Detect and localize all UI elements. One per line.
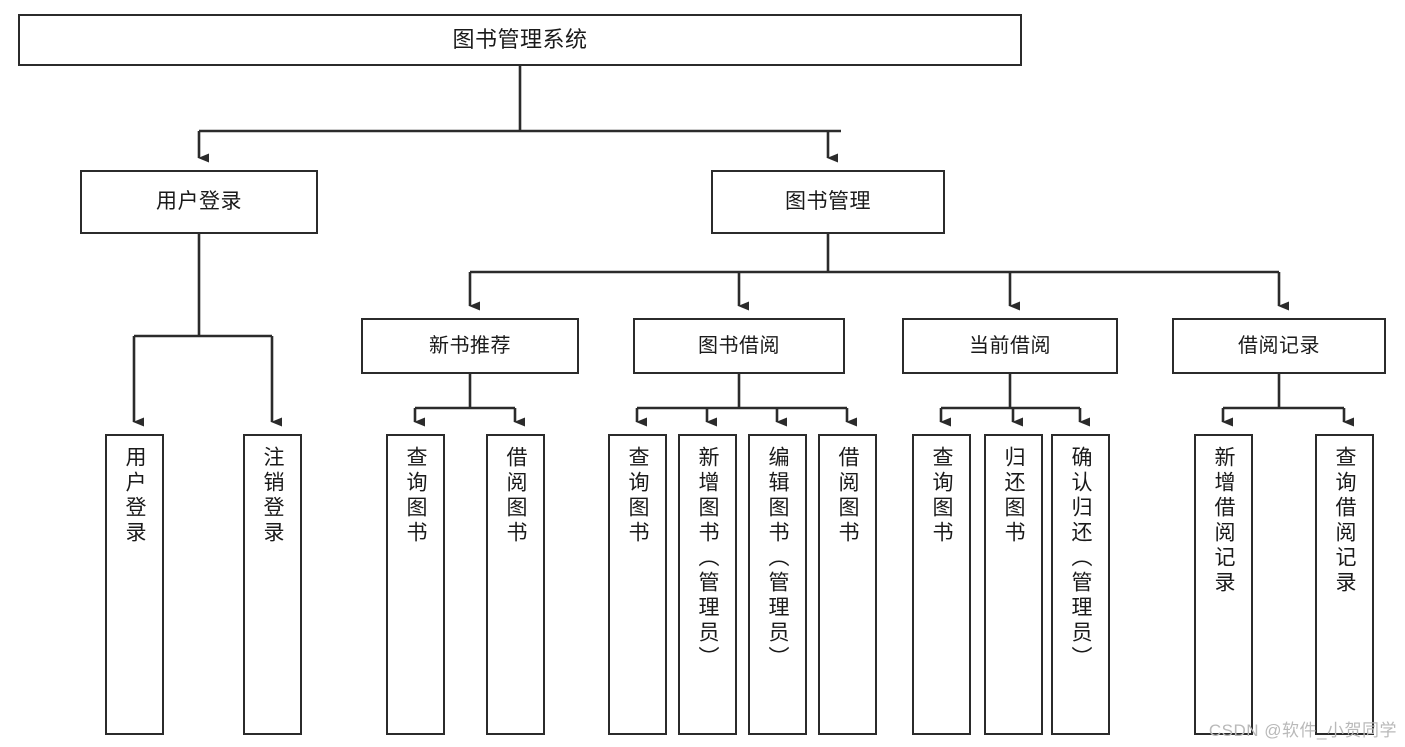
leaf-add-book-admin[interactable]: 新增图书（管理员） <box>678 434 737 735</box>
leaf-edit-book-admin[interactable]: 编辑图书（管理员） <box>748 434 807 735</box>
node-label: 新增图书（管理员） <box>696 446 719 671</box>
node-label: 查询借阅记录 <box>1333 446 1356 596</box>
node-label: 用户登录 <box>156 190 242 214</box>
node-current-borrow[interactable]: 当前借阅 <box>902 318 1118 374</box>
node-label: 查询图书 <box>626 446 649 546</box>
node-label: 借阅图书 <box>504 446 527 546</box>
leaf-query-book-new-rec[interactable]: 查询图书 <box>386 434 445 735</box>
node-borrow-record[interactable]: 借阅记录 <box>1172 318 1386 374</box>
node-label: 编辑图书（管理员） <box>766 446 789 671</box>
leaf-logout[interactable]: 注销登录 <box>243 434 302 735</box>
node-book-borrow[interactable]: 图书借阅 <box>633 318 845 374</box>
node-new-book-rec[interactable]: 新书推荐 <box>361 318 579 374</box>
leaf-return-book[interactable]: 归还图书 <box>984 434 1043 735</box>
node-label: 图书管理 <box>785 190 871 214</box>
node-label: 新增借阅记录 <box>1212 446 1235 596</box>
node-user-login[interactable]: 用户登录 <box>80 170 318 234</box>
leaf-confirm-return-admin[interactable]: 确认归还（管理员） <box>1051 434 1110 735</box>
node-book-manage[interactable]: 图书管理 <box>711 170 945 234</box>
leaf-add-borrow-record[interactable]: 新增借阅记录 <box>1194 434 1253 735</box>
node-root-system[interactable]: 图书管理系统 <box>18 14 1022 66</box>
leaf-query-book-current[interactable]: 查询图书 <box>912 434 971 735</box>
node-label: 当前借阅 <box>969 334 1051 357</box>
leaf-query-book-borrow[interactable]: 查询图书 <box>608 434 667 735</box>
node-label: 用户登录 <box>123 446 146 546</box>
node-label: 借阅记录 <box>1238 334 1320 357</box>
node-label: 图书管理系统 <box>452 26 588 52</box>
leaf-borrow-book-new-rec[interactable]: 借阅图书 <box>486 434 545 735</box>
node-label: 查询图书 <box>930 446 953 546</box>
node-label: 图书借阅 <box>698 334 780 357</box>
leaf-query-borrow-record[interactable]: 查询借阅记录 <box>1315 434 1374 735</box>
node-label: 注销登录 <box>261 446 284 546</box>
leaf-borrow-book[interactable]: 借阅图书 <box>818 434 877 735</box>
node-label: 借阅图书 <box>836 446 859 546</box>
watermark-text: CSDN @软件_小贺同学 <box>1208 721 1397 740</box>
node-label: 新书推荐 <box>429 334 511 357</box>
node-label: 归还图书 <box>1002 446 1025 546</box>
leaf-user-login[interactable]: 用户登录 <box>105 434 164 735</box>
node-label: 查询图书 <box>404 446 427 546</box>
node-label: 确认归还（管理员） <box>1069 446 1092 671</box>
